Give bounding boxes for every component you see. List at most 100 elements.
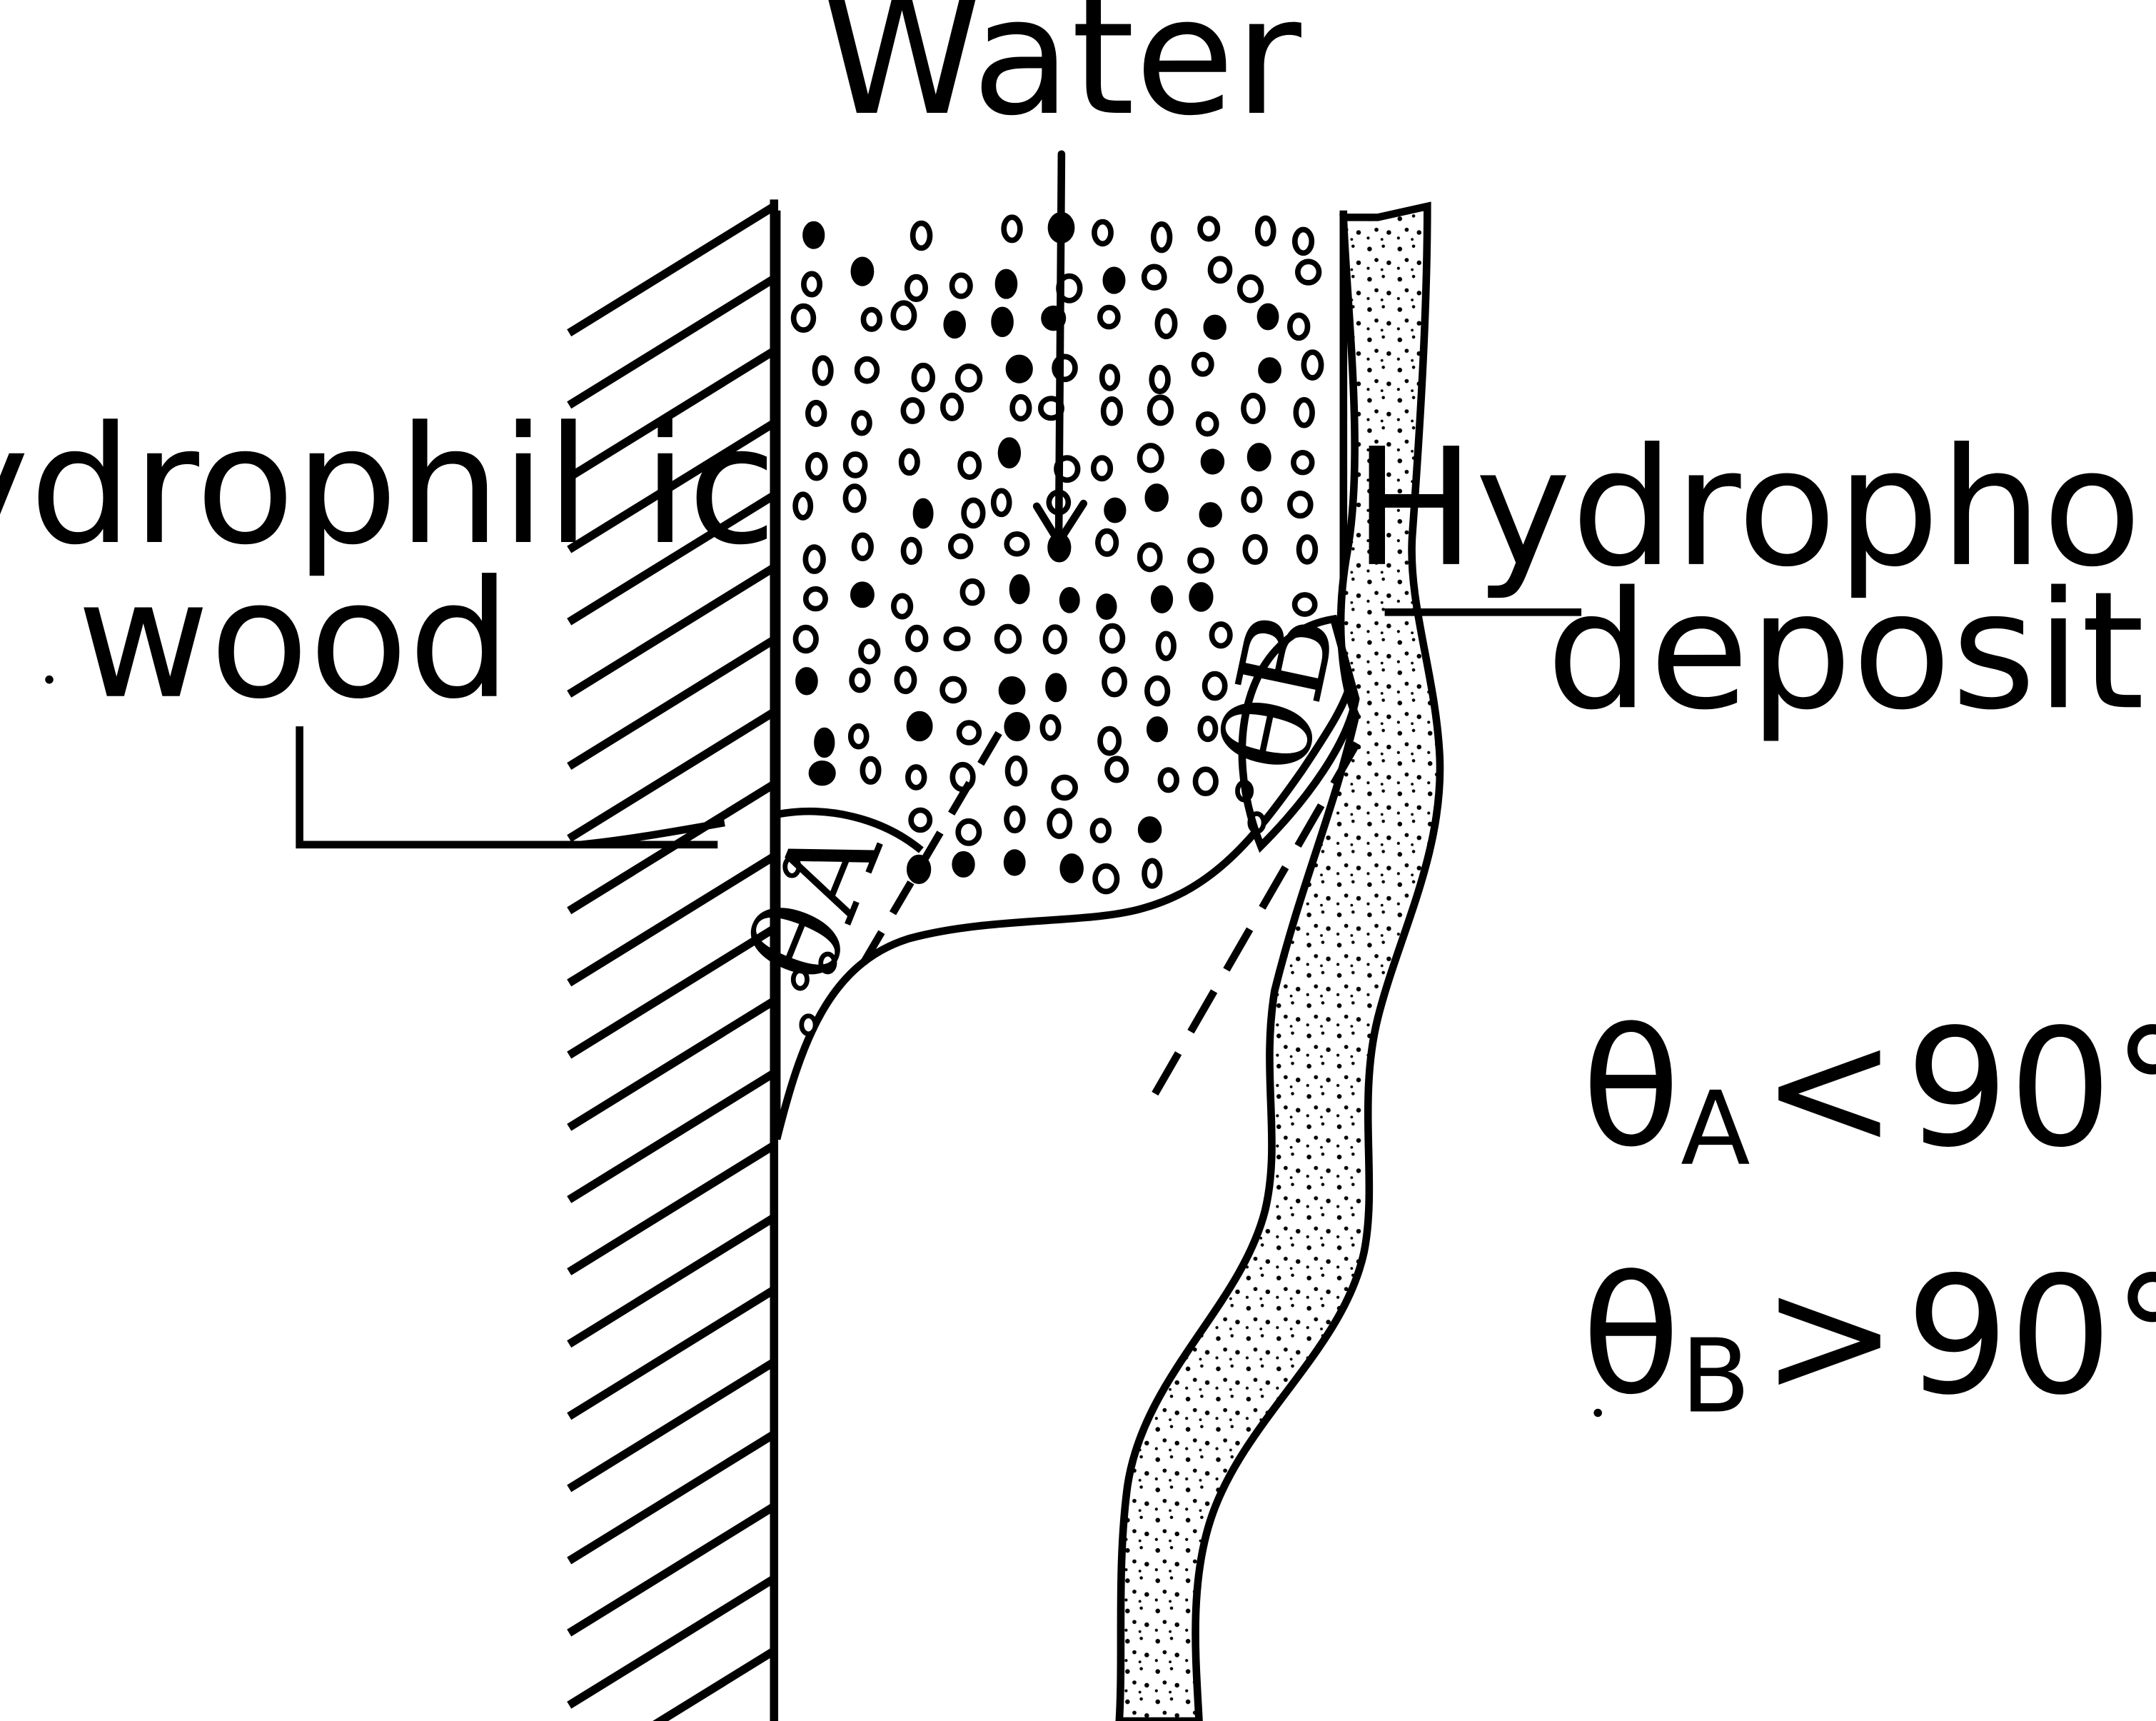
water-bubble: [1104, 669, 1124, 694]
water-bubble: [1144, 860, 1160, 885]
stray-dot: [45, 676, 54, 684]
water-bubble: [846, 454, 865, 476]
water-bubble: [1012, 577, 1027, 601]
water-bubble: [804, 274, 820, 294]
water-bubble: [951, 536, 971, 557]
water-bubble: [808, 403, 825, 424]
hatch-line: [569, 1506, 774, 1632]
water-bubble: [1154, 224, 1170, 251]
hatch-line: [569, 1579, 774, 1705]
svg-text:θA<90°: θA<90°: [1581, 994, 2156, 1188]
water-bubble: [1147, 486, 1166, 509]
water-bubble: [1007, 808, 1023, 831]
water-bubble: [853, 584, 872, 605]
water-bubble: [1046, 627, 1065, 652]
condition-theta-a: θA<90°: [1581, 994, 2156, 1188]
water-bubble: [1095, 866, 1117, 892]
water-bubble: [958, 821, 979, 843]
water-bubble: [1002, 679, 1023, 702]
water-bubble: [795, 628, 816, 651]
water-bubble: [1107, 500, 1124, 520]
water-bubble: [1141, 819, 1159, 841]
water-bubble: [1299, 537, 1316, 562]
theta-a-subscript: A: [1681, 1070, 1751, 1188]
water-bubble: [908, 628, 926, 650]
water-bubble: [805, 547, 823, 571]
water-bubble: [1098, 531, 1116, 554]
water-bubble: [1048, 676, 1064, 699]
hydrophobic-label-line2: deposit: [1546, 556, 2145, 746]
water-bubble: [897, 668, 914, 691]
water-bubble: [913, 224, 930, 249]
water-bubble: [1105, 269, 1122, 291]
water-bubble: [857, 359, 877, 381]
water-bubble: [1007, 852, 1023, 873]
water-bubble: [907, 277, 925, 300]
hatch-line: [569, 1145, 774, 1272]
water-bubble: [1298, 261, 1319, 283]
water-bubble: [946, 313, 963, 336]
theta-a-relation: <: [1761, 994, 1897, 1183]
hatch-line: [569, 1362, 774, 1488]
water-bubble: [942, 679, 964, 701]
hatch-line: [569, 1290, 774, 1416]
theta-a-angle-label: θA: [722, 803, 910, 1002]
water-bubble: [904, 540, 920, 563]
hatch-line: [569, 1218, 774, 1344]
water-bubble: [1290, 493, 1311, 516]
water-bubble: [855, 535, 872, 558]
water-bubble: [811, 763, 832, 783]
water-bubble: [1199, 414, 1216, 434]
water-bubble: [1244, 396, 1263, 421]
water-bubble: [1295, 595, 1315, 614]
water-bubble: [943, 396, 961, 418]
water-bubble: [1159, 633, 1174, 658]
theta-b-subscript: B: [1681, 1318, 1751, 1436]
water-bubble: [1206, 317, 1224, 337]
hydrophilic-label-line2: wood: [77, 546, 511, 735]
hatch-line: [569, 279, 774, 405]
water-bubble: [960, 454, 979, 478]
water-bubble: [1202, 505, 1219, 525]
water-bubble: [893, 303, 914, 328]
water-bubble: [959, 723, 979, 743]
water-bubble: [1094, 222, 1111, 244]
water-bubble: [862, 759, 878, 782]
water-bubble: [946, 629, 967, 648]
water-bubble: [1149, 719, 1165, 740]
water-bubble: [802, 1016, 815, 1034]
water-bubble: [1154, 588, 1171, 611]
water-bubble: [1258, 219, 1274, 244]
water-bubble: [894, 596, 911, 616]
water-bubble: [1049, 811, 1069, 836]
water-bubble: [806, 589, 825, 609]
water-bubble: [1196, 769, 1216, 793]
water-bubble: [1100, 308, 1118, 327]
water-bubble: [1054, 777, 1075, 798]
water-bubble: [1211, 259, 1230, 281]
water-bubble: [1001, 440, 1019, 466]
water-bubble: [1007, 534, 1027, 554]
theta-a-value: 90°: [1905, 994, 2156, 1183]
theta-a-symbol: θ: [1581, 994, 1681, 1183]
water-arrow: [1037, 154, 1083, 542]
water-bubble: [854, 413, 870, 433]
water-bubble: [994, 309, 1011, 334]
water-bubble: [1008, 758, 1025, 784]
water-bubble: [1157, 311, 1174, 336]
theta-b-symbol: θ: [1581, 1242, 1681, 1431]
hatch-line: [569, 1000, 774, 1127]
water-bubble: [1245, 537, 1265, 562]
water-bubble: [1204, 451, 1222, 472]
theta-b-value: 90°: [1905, 1242, 2156, 1431]
water-bubble: [911, 810, 930, 830]
water-bubble: [1102, 366, 1118, 388]
water-bubble: [1107, 758, 1127, 780]
svg-text:θB>90°: θB>90°: [1581, 1242, 2156, 1436]
water-bubble: [903, 400, 922, 421]
water-bubble: [1150, 397, 1172, 423]
water-bubble: [1259, 306, 1276, 327]
water-bubble: [1152, 368, 1168, 392]
hatch-line: [569, 568, 774, 694]
